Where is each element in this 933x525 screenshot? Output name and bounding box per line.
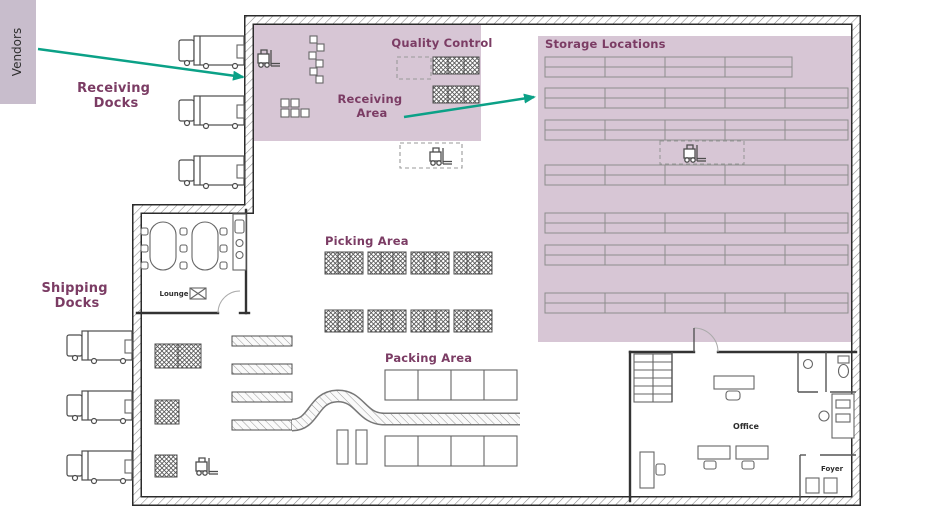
storage-rack-row: [544, 119, 849, 141]
lounge-table: [149, 221, 177, 271]
storage-rack-row: [544, 292, 849, 314]
office-label: Office: [733, 422, 759, 431]
box-stack: [280, 98, 310, 118]
picking-area: [324, 251, 493, 333]
receiving-docks-label: Receiving Docks: [77, 81, 155, 111]
picking-area-label: Picking Area: [325, 234, 409, 248]
shipping-dock-trucks: [66, 330, 133, 485]
picking-pallet-row: [324, 309, 493, 333]
quality-control-label: Quality Control: [391, 36, 492, 50]
foyer-room: Foyer: [799, 454, 856, 501]
dock-bumper: [236, 44, 245, 59]
storage-racks: [544, 56, 849, 314]
lounge-chairs: [140, 227, 228, 270]
truck-icon: [66, 450, 133, 485]
receiving-area-highlight: [253, 24, 481, 141]
dock-bumper: [124, 399, 133, 414]
foyer-label: Foyer: [821, 465, 844, 473]
truck-icon: [178, 95, 245, 130]
sink-icon: [802, 358, 814, 370]
shipping-floor: [154, 335, 520, 478]
vendors-label: Vendors: [10, 28, 24, 76]
chair: [655, 463, 666, 476]
qc-pallet-row: [432, 56, 480, 75]
storage-staging-outline: [659, 140, 745, 165]
office-block: Office Foyer: [628, 327, 858, 503]
storage-area-highlight: [538, 36, 853, 342]
receiving-staging: [399, 142, 463, 169]
chair: [703, 460, 717, 470]
storage-rack-row: [544, 212, 849, 234]
receiving-area-label: Receiving Area: [337, 92, 406, 120]
chair: [818, 410, 830, 422]
conveyor-lanes: [231, 335, 293, 431]
dock-bumper: [236, 104, 245, 119]
qc-pallet-row: [432, 85, 480, 104]
chair: [741, 460, 755, 470]
pallet-block: [154, 399, 180, 425]
chair: [725, 390, 741, 401]
packing-area: [336, 369, 518, 467]
receiving-dock-trucks: [178, 35, 245, 190]
receiving-area-label-line1: Receiving: [337, 92, 402, 106]
arrow-vendors-to-receiving: [37, 47, 245, 81]
bathroom: [797, 352, 856, 393]
lounge-label: Lounge: [160, 290, 189, 298]
truck-icon: [66, 330, 133, 365]
dock-bumper: [124, 339, 133, 354]
building-exterior-wall: [132, 15, 861, 506]
shipping-docks-label-line1: Shipping: [41, 281, 107, 296]
pallet-block: [154, 454, 178, 478]
receiving-docks-label-line2: Docks: [94, 96, 139, 111]
qc-staging-outline: [396, 56, 432, 80]
packing-supply-roll: [355, 429, 368, 465]
receiving-docks-label-line1: Receiving: [77, 81, 150, 96]
door-swing-arc: [217, 290, 241, 314]
pallet-block: [154, 343, 202, 369]
office-desks: [639, 375, 855, 489]
storage-rack-row: [544, 164, 849, 186]
box-stack: [308, 35, 325, 84]
storage-rack-row: [544, 244, 849, 266]
lounge-counter: [232, 213, 247, 271]
conveyor-s-curve: [291, 389, 520, 432]
truck-icon: [178, 35, 245, 70]
vendors-box: [0, 0, 36, 104]
truck-icon: [178, 155, 245, 190]
storage-locations-label: Storage Locations: [545, 37, 666, 51]
packing-supply-roll: [336, 429, 349, 465]
receiving-area-contents: [257, 35, 480, 118]
lounge-table: [191, 221, 219, 271]
window-symbol: [189, 287, 207, 300]
storage-rack-row: [544, 56, 793, 78]
packing-table-row: [384, 369, 518, 401]
packing-table-row: [384, 435, 518, 467]
shipping-docks-label-line2: Docks: [55, 296, 100, 311]
shipping-docks-label: Shipping Docks: [41, 281, 112, 311]
lounge-room: Lounge: [135, 208, 251, 315]
door-swing-arc: [693, 327, 719, 353]
arrow-receiving-to-storage: [403, 93, 536, 119]
packing-area-label: Packing Area: [385, 351, 472, 365]
storage-rack-row: [544, 87, 849, 109]
toilet-icon: [837, 355, 850, 379]
receiving-area-label-line2: Area: [357, 106, 388, 120]
dock-bumper: [236, 164, 245, 179]
stairs: [633, 352, 673, 403]
dock-bumper: [124, 459, 133, 474]
truck-icon: [66, 390, 133, 425]
picking-pallet-row: [324, 251, 493, 275]
